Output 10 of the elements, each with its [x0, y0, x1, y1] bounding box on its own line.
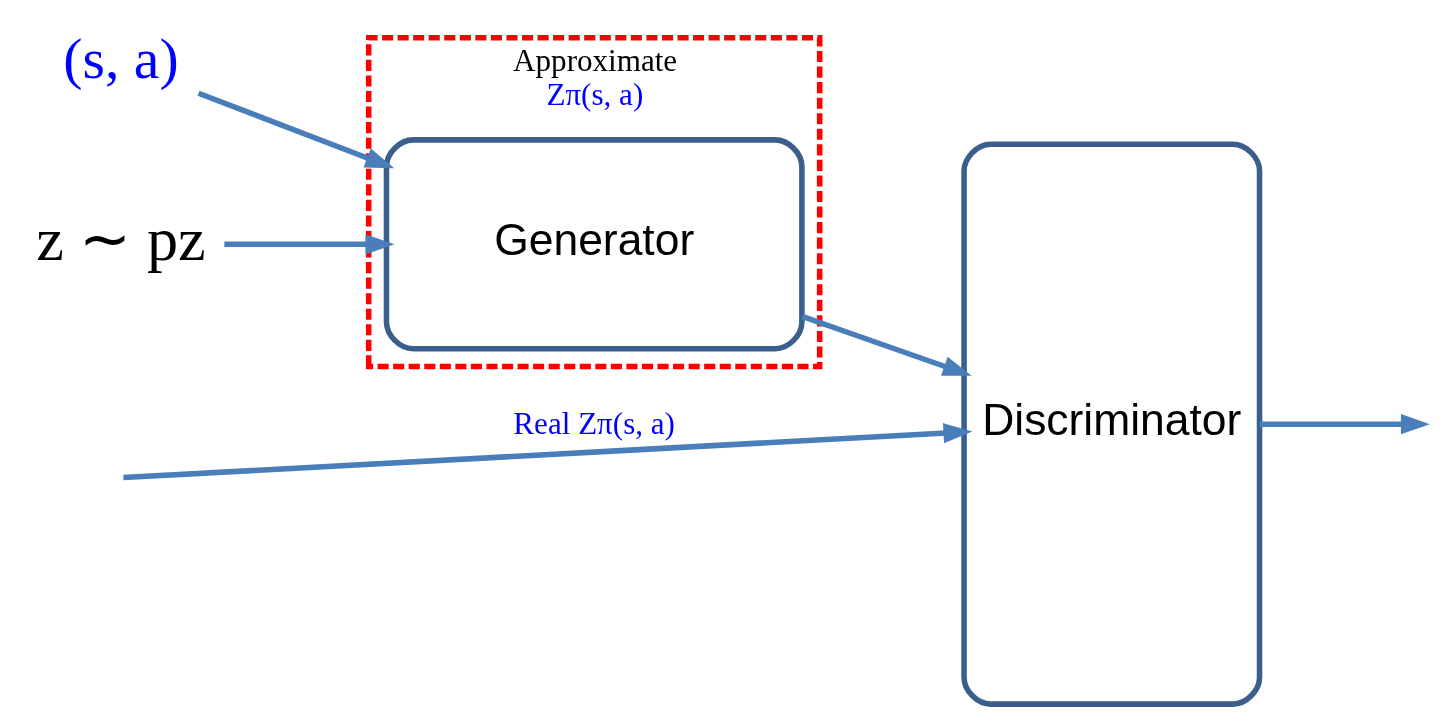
arrow	[224, 234, 395, 255]
node-box: Discriminator	[961, 141, 1263, 707]
node-box: Generator	[383, 137, 805, 352]
arrow	[123, 423, 973, 481]
arrow	[801, 313, 972, 376]
node-text: (s, a)	[63, 27, 179, 91]
arrow	[1259, 414, 1430, 435]
arrow	[197, 90, 395, 169]
node-text: z ∼ pz	[36, 204, 206, 273]
edge-label: Real Zπ(s, a)	[513, 405, 675, 441]
